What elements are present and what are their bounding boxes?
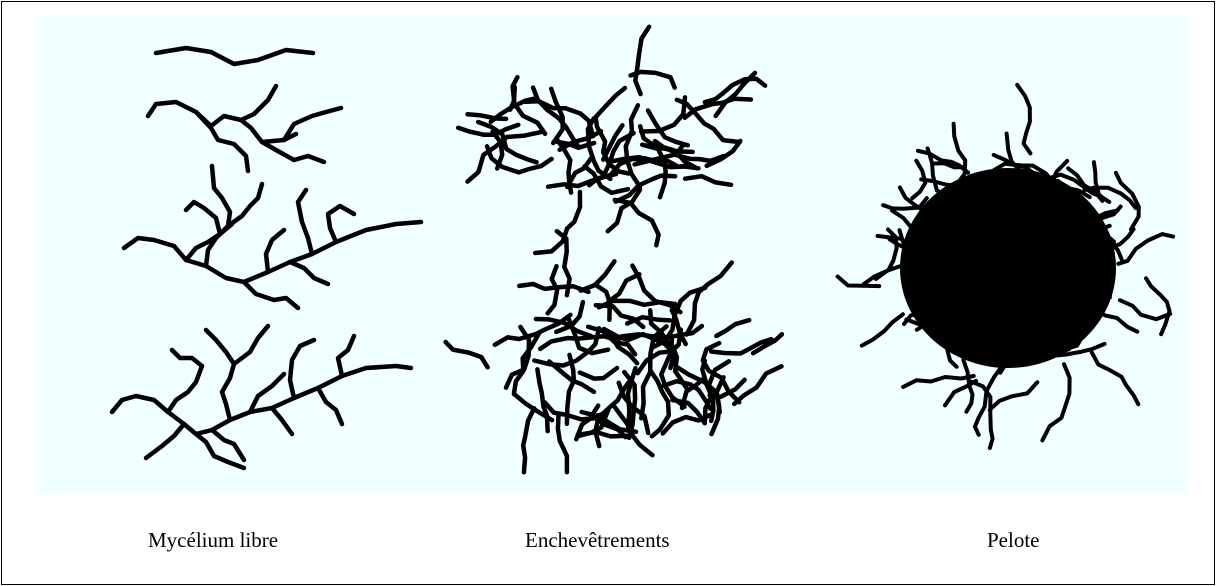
caption-free-mycelium: Mycélium libre (148, 522, 278, 558)
illustration-panel (36, 16, 1186, 494)
illustration-svg (36, 16, 1186, 494)
caption-entanglements: Enchevêtrements (525, 522, 670, 558)
caption-pellet: Pelote (987, 522, 1040, 558)
